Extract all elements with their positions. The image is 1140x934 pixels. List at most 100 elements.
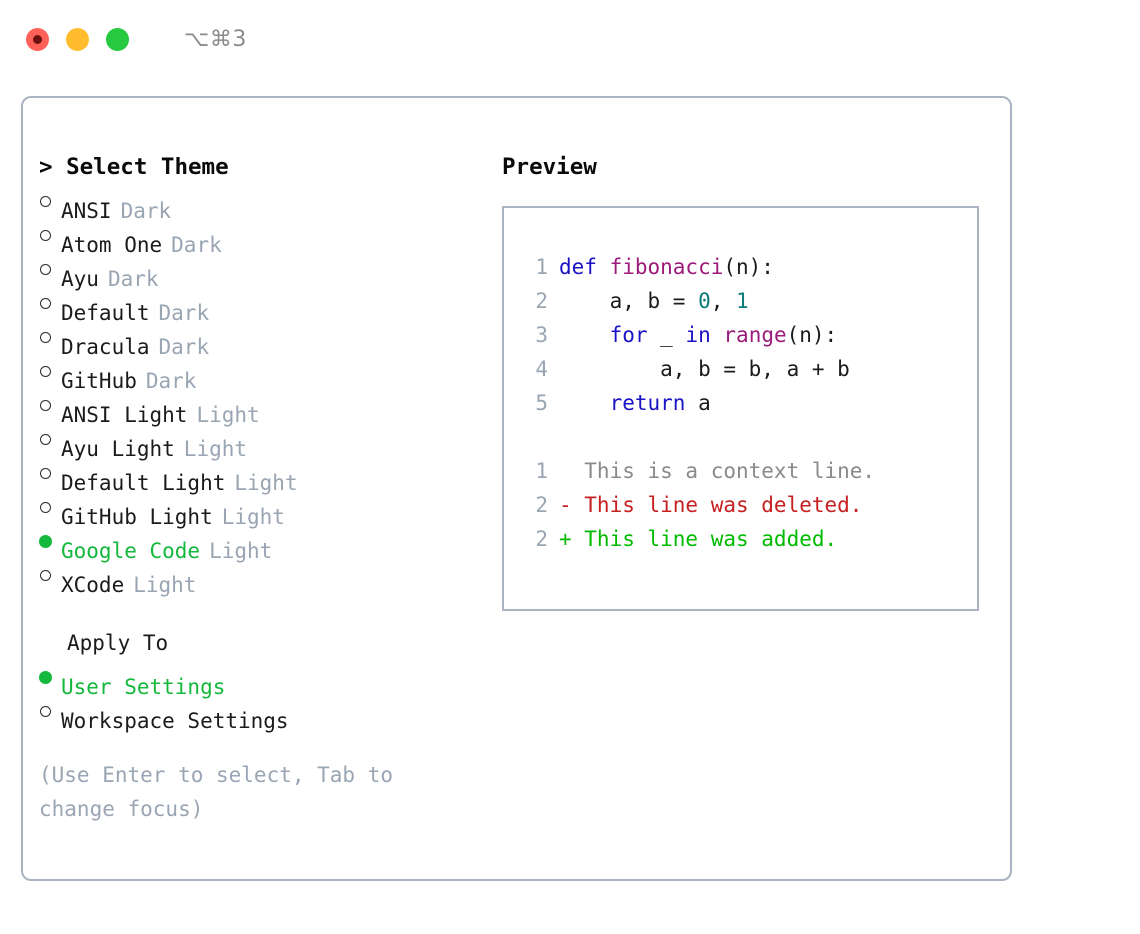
code-line-text: a, b = 0, 1 <box>559 284 749 318</box>
radio-selected-icon <box>39 660 61 694</box>
code-line: 2 a, b = 0, 1 <box>518 284 977 318</box>
minimize-button[interactable] <box>66 27 89 51</box>
radio-unselected-icon <box>39 490 61 524</box>
theme-option-google-code[interactable]: Google Code Light <box>39 524 489 563</box>
code-line-text: a, b = b, a + b <box>559 352 850 386</box>
theme-option-tag: Dark <box>120 199 172 223</box>
code-line: 5 return a <box>518 386 977 420</box>
radio-unselected-icon <box>39 388 61 422</box>
select-theme-header: > Select Theme <box>39 154 229 180</box>
radio-selected-icon <box>39 524 61 558</box>
theme-option-tag: Dark <box>158 301 210 325</box>
radio-unselected-icon <box>39 422 61 456</box>
maximize-button[interactable] <box>106 27 129 51</box>
apply-to-option-workspace-settings[interactable]: Workspace Settings <box>39 694 489 733</box>
diff-line-text: - This line was deleted. <box>559 493 863 517</box>
code-token-kw: in <box>685 323 711 347</box>
code-token-plain: a, b = <box>559 289 699 313</box>
keyboard-shortcut-label: ⌥⌘3 <box>184 26 247 52</box>
title-bar: ⌥⌘3 <box>0 0 1140 78</box>
code-token-plain <box>711 323 724 347</box>
code-token-fn: range <box>723 323 787 347</box>
theme-option-atom-one[interactable]: Atom One Dark <box>39 218 489 257</box>
code-token-plain <box>559 391 610 415</box>
radio-unselected-icon <box>39 694 61 728</box>
theme-option-label: Default Light <box>61 471 226 495</box>
code-diff-spacer <box>518 420 977 454</box>
theme-option-tag: Light <box>133 573 197 597</box>
code-token-plain: (n): <box>786 323 838 347</box>
theme-option-tag: Dark <box>145 369 197 393</box>
theme-option-tag: Light <box>183 437 248 461</box>
code-line-number: 2 <box>535 289 548 313</box>
diff-line-text: This is a context line. <box>559 459 876 483</box>
code-token-plain <box>559 323 610 347</box>
theme-option-label: Atom One <box>61 233 163 257</box>
theme-option-label: Dracula <box>61 335 150 359</box>
theme-option-label: GitHub Light <box>61 505 213 529</box>
theme-option-label: Default <box>61 301 150 325</box>
code-token-plain: (n): <box>723 255 774 279</box>
apply-to-title: Apply To <box>67 631 169 655</box>
diff-line-del: 2 - This line was deleted. <box>518 488 977 522</box>
code-line-number: 5 <box>535 391 548 415</box>
code-line-text: for _ in range(n): <box>559 318 838 352</box>
radio-unselected-icon <box>39 218 61 252</box>
theme-option-tag: Light <box>221 505 285 529</box>
radio-unselected-icon <box>39 184 61 218</box>
keyboard-hint-text: (Use Enter to select, Tab to change focu… <box>39 763 394 821</box>
diff-line-number: 2 <box>535 493 548 517</box>
code-token-kw: return <box>609 391 686 415</box>
preview-header: Preview <box>502 154 597 180</box>
diff-line-number: 2 <box>535 527 548 551</box>
code-line-number: 4 <box>535 357 548 381</box>
theme-option-tag: Dark <box>107 267 159 291</box>
apply-to-option-user-settings[interactable]: User Settings <box>39 660 489 699</box>
radio-unselected-icon <box>39 320 61 354</box>
radio-unselected-icon <box>39 558 61 592</box>
theme-option-label: Ayu <box>61 267 99 291</box>
diff-line-number: 1 <box>535 459 548 483</box>
code-token-plain: _ <box>647 323 686 347</box>
radio-unselected-icon <box>39 286 61 320</box>
diff-sample: 1 This is a context line. 2 - This line wa… <box>518 454 977 556</box>
code-token-plain: a, b = b, a + b <box>559 357 850 381</box>
radio-unselected-icon <box>39 354 61 388</box>
theme-option-label: XCode <box>61 573 125 597</box>
code-token-kw: for <box>609 323 648 347</box>
diff-line-text: + This line was added. <box>559 527 838 551</box>
radio-unselected-icon <box>39 252 61 286</box>
theme-option-label: Google Code <box>61 539 201 563</box>
close-button[interactable] <box>26 27 49 51</box>
theme-option-label: ANSI Light <box>61 403 188 427</box>
code-token-fn: fibonacci <box>609 255 724 279</box>
radio-unselected-icon <box>39 456 61 490</box>
theme-option-ayu[interactable]: Ayu Dark <box>39 252 489 291</box>
code-line: 4 a, b = b, a + b <box>518 352 977 386</box>
theme-option-default[interactable]: Default Dark <box>39 286 489 325</box>
theme-option-tag: Light <box>209 539 273 563</box>
code-line-text: def fibonacci(n): <box>559 250 774 284</box>
theme-option-github-light[interactable]: GitHub Light Light <box>39 490 489 529</box>
code-token-kw: def <box>559 255 610 279</box>
code-token-plain: , <box>710 289 737 313</box>
code-line-number: 3 <box>535 323 548 347</box>
theme-option-tag: Dark <box>171 233 222 257</box>
apply-to-option-label: Workspace Settings <box>61 709 289 733</box>
theme-option-xcode[interactable]: XCode Light <box>39 558 489 597</box>
